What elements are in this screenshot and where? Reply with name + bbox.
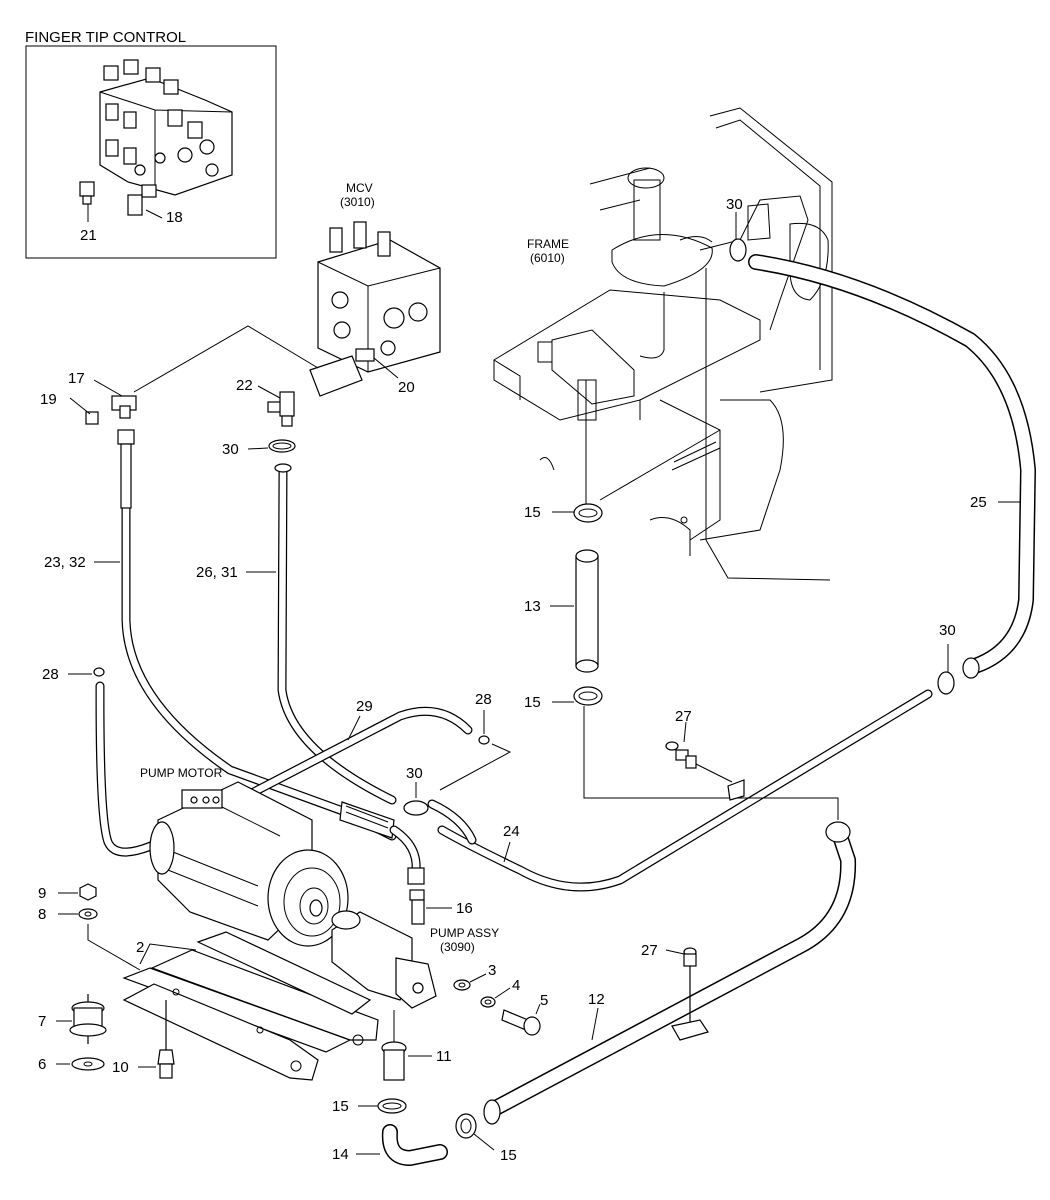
pipe-bracket-upper	[727, 779, 745, 801]
pipe-12	[483, 821, 857, 1125]
hose-clamp-15-lower-left	[377, 1098, 407, 1114]
callout-27-lower: 27	[641, 942, 658, 959]
callout-20: 20	[398, 379, 415, 396]
callout-15-middle: 15	[524, 694, 541, 711]
hose-clamp-30-right	[937, 671, 955, 695]
washer-3	[453, 979, 471, 991]
callout-11: 11	[436, 1048, 452, 1065]
frame-6010: FRAME (6010)	[493, 107, 833, 581]
callout-15-lower-right: 15	[500, 1147, 517, 1164]
hose-clamp-30-upper	[268, 439, 296, 453]
callout-26-31: 26, 31	[196, 564, 238, 581]
pump-assy: PUMP ASSY (3090)	[331, 910, 499, 1009]
hose-end-fitting	[339, 801, 425, 885]
hose-26-31	[274, 463, 397, 805]
cap-28-left	[93, 667, 105, 677]
callout-2: 2	[136, 939, 144, 956]
callout-13: 13	[524, 598, 541, 615]
callout-30-upper: 30	[222, 441, 239, 458]
callout-30-right: 30	[939, 622, 956, 639]
mcv-assembly: MCV (3010)	[309, 181, 441, 397]
mount-bracket-2	[122, 931, 379, 1081]
fitting-20	[355, 348, 375, 362]
callout-30-pump: 30	[406, 765, 423, 782]
callout-23-32: 23, 32	[44, 554, 86, 571]
hose-24	[427, 689, 933, 892]
elbow-fitting-22	[267, 391, 295, 427]
pump-assy-code: (3090)	[440, 940, 475, 954]
mcv-label: MCV	[346, 181, 373, 195]
hose-clamp-15-lower-right	[455, 1113, 477, 1139]
hose-25	[748, 254, 1037, 679]
callout-9: 9	[38, 885, 46, 902]
frame-code: (6010)	[530, 251, 565, 265]
inset-frame	[25, 45, 277, 259]
hose-clamp-30-pump	[403, 800, 429, 816]
callout-19: 19	[40, 391, 57, 408]
cap-28-right	[478, 735, 490, 745]
pump-motor-label: PUMP MOTOR	[140, 766, 223, 780]
finger-tip-valve-block	[99, 59, 233, 196]
callout-7: 7	[38, 1013, 46, 1030]
hose-14	[381, 1124, 448, 1167]
callout-5: 5	[540, 992, 548, 1009]
fitting-21	[79, 181, 95, 205]
callout-4: 4	[512, 977, 520, 994]
callout-27-upper: 27	[675, 708, 692, 725]
washer-8	[78, 908, 98, 920]
hose-13	[575, 549, 599, 673]
hose-clamp-30-frame	[729, 238, 747, 262]
callout-14: 14	[332, 1146, 349, 1163]
tee-fitting-17	[111, 395, 137, 419]
hose-nipple-11	[381, 1010, 407, 1081]
adapter-16	[409, 889, 425, 925]
pump-assy-label: PUMP ASSY	[430, 926, 499, 940]
callout-21: 21	[80, 227, 97, 244]
pump-motor: PUMP MOTOR	[140, 766, 349, 947]
frame-label: FRAME	[527, 237, 569, 251]
callout-18: 18	[166, 209, 183, 226]
washer-6	[71, 1057, 105, 1071]
hose-clamp-15-upper	[573, 380, 603, 523]
callout-16: 16	[456, 900, 473, 917]
plug-19	[85, 411, 99, 425]
hose-29	[95, 681, 473, 857]
hose-clamp-15-middle	[573, 686, 603, 706]
hose-23-32	[117, 429, 397, 841]
mcv-code: (3010)	[340, 195, 375, 209]
callout-25: 25	[970, 494, 987, 511]
callout-6: 6	[38, 1056, 46, 1073]
callout-29: 29	[356, 698, 373, 715]
callout-22: 22	[236, 377, 253, 394]
finger-tip-control-inset: FINGER TIP CONTROL 21 18	[25, 29, 277, 259]
callout-12: 12	[588, 991, 605, 1008]
callout-15-upper: 15	[524, 504, 541, 521]
inset-title: FINGER TIP CONTROL	[25, 29, 186, 46]
bolt-27-upper	[665, 741, 733, 783]
callout-3: 3	[488, 962, 496, 979]
bolt-10	[157, 1000, 175, 1079]
callout-30-frame: 30	[726, 196, 743, 213]
nut-9	[79, 883, 97, 901]
rubber-mount-7	[69, 994, 107, 1044]
washer-4	[480, 996, 496, 1008]
callout-24: 24	[503, 823, 520, 840]
elbow-fitting-18	[127, 184, 157, 216]
bolt-27-lower	[671, 947, 709, 1041]
callout-10: 10	[112, 1059, 129, 1076]
callout-17: 17	[68, 370, 85, 387]
callout-15-lower-left: 15	[332, 1098, 349, 1115]
bolt-5	[501, 1009, 541, 1036]
callout-28-right: 28	[475, 691, 492, 708]
callout-8: 8	[38, 906, 46, 923]
callout-28-left: 28	[42, 666, 59, 683]
